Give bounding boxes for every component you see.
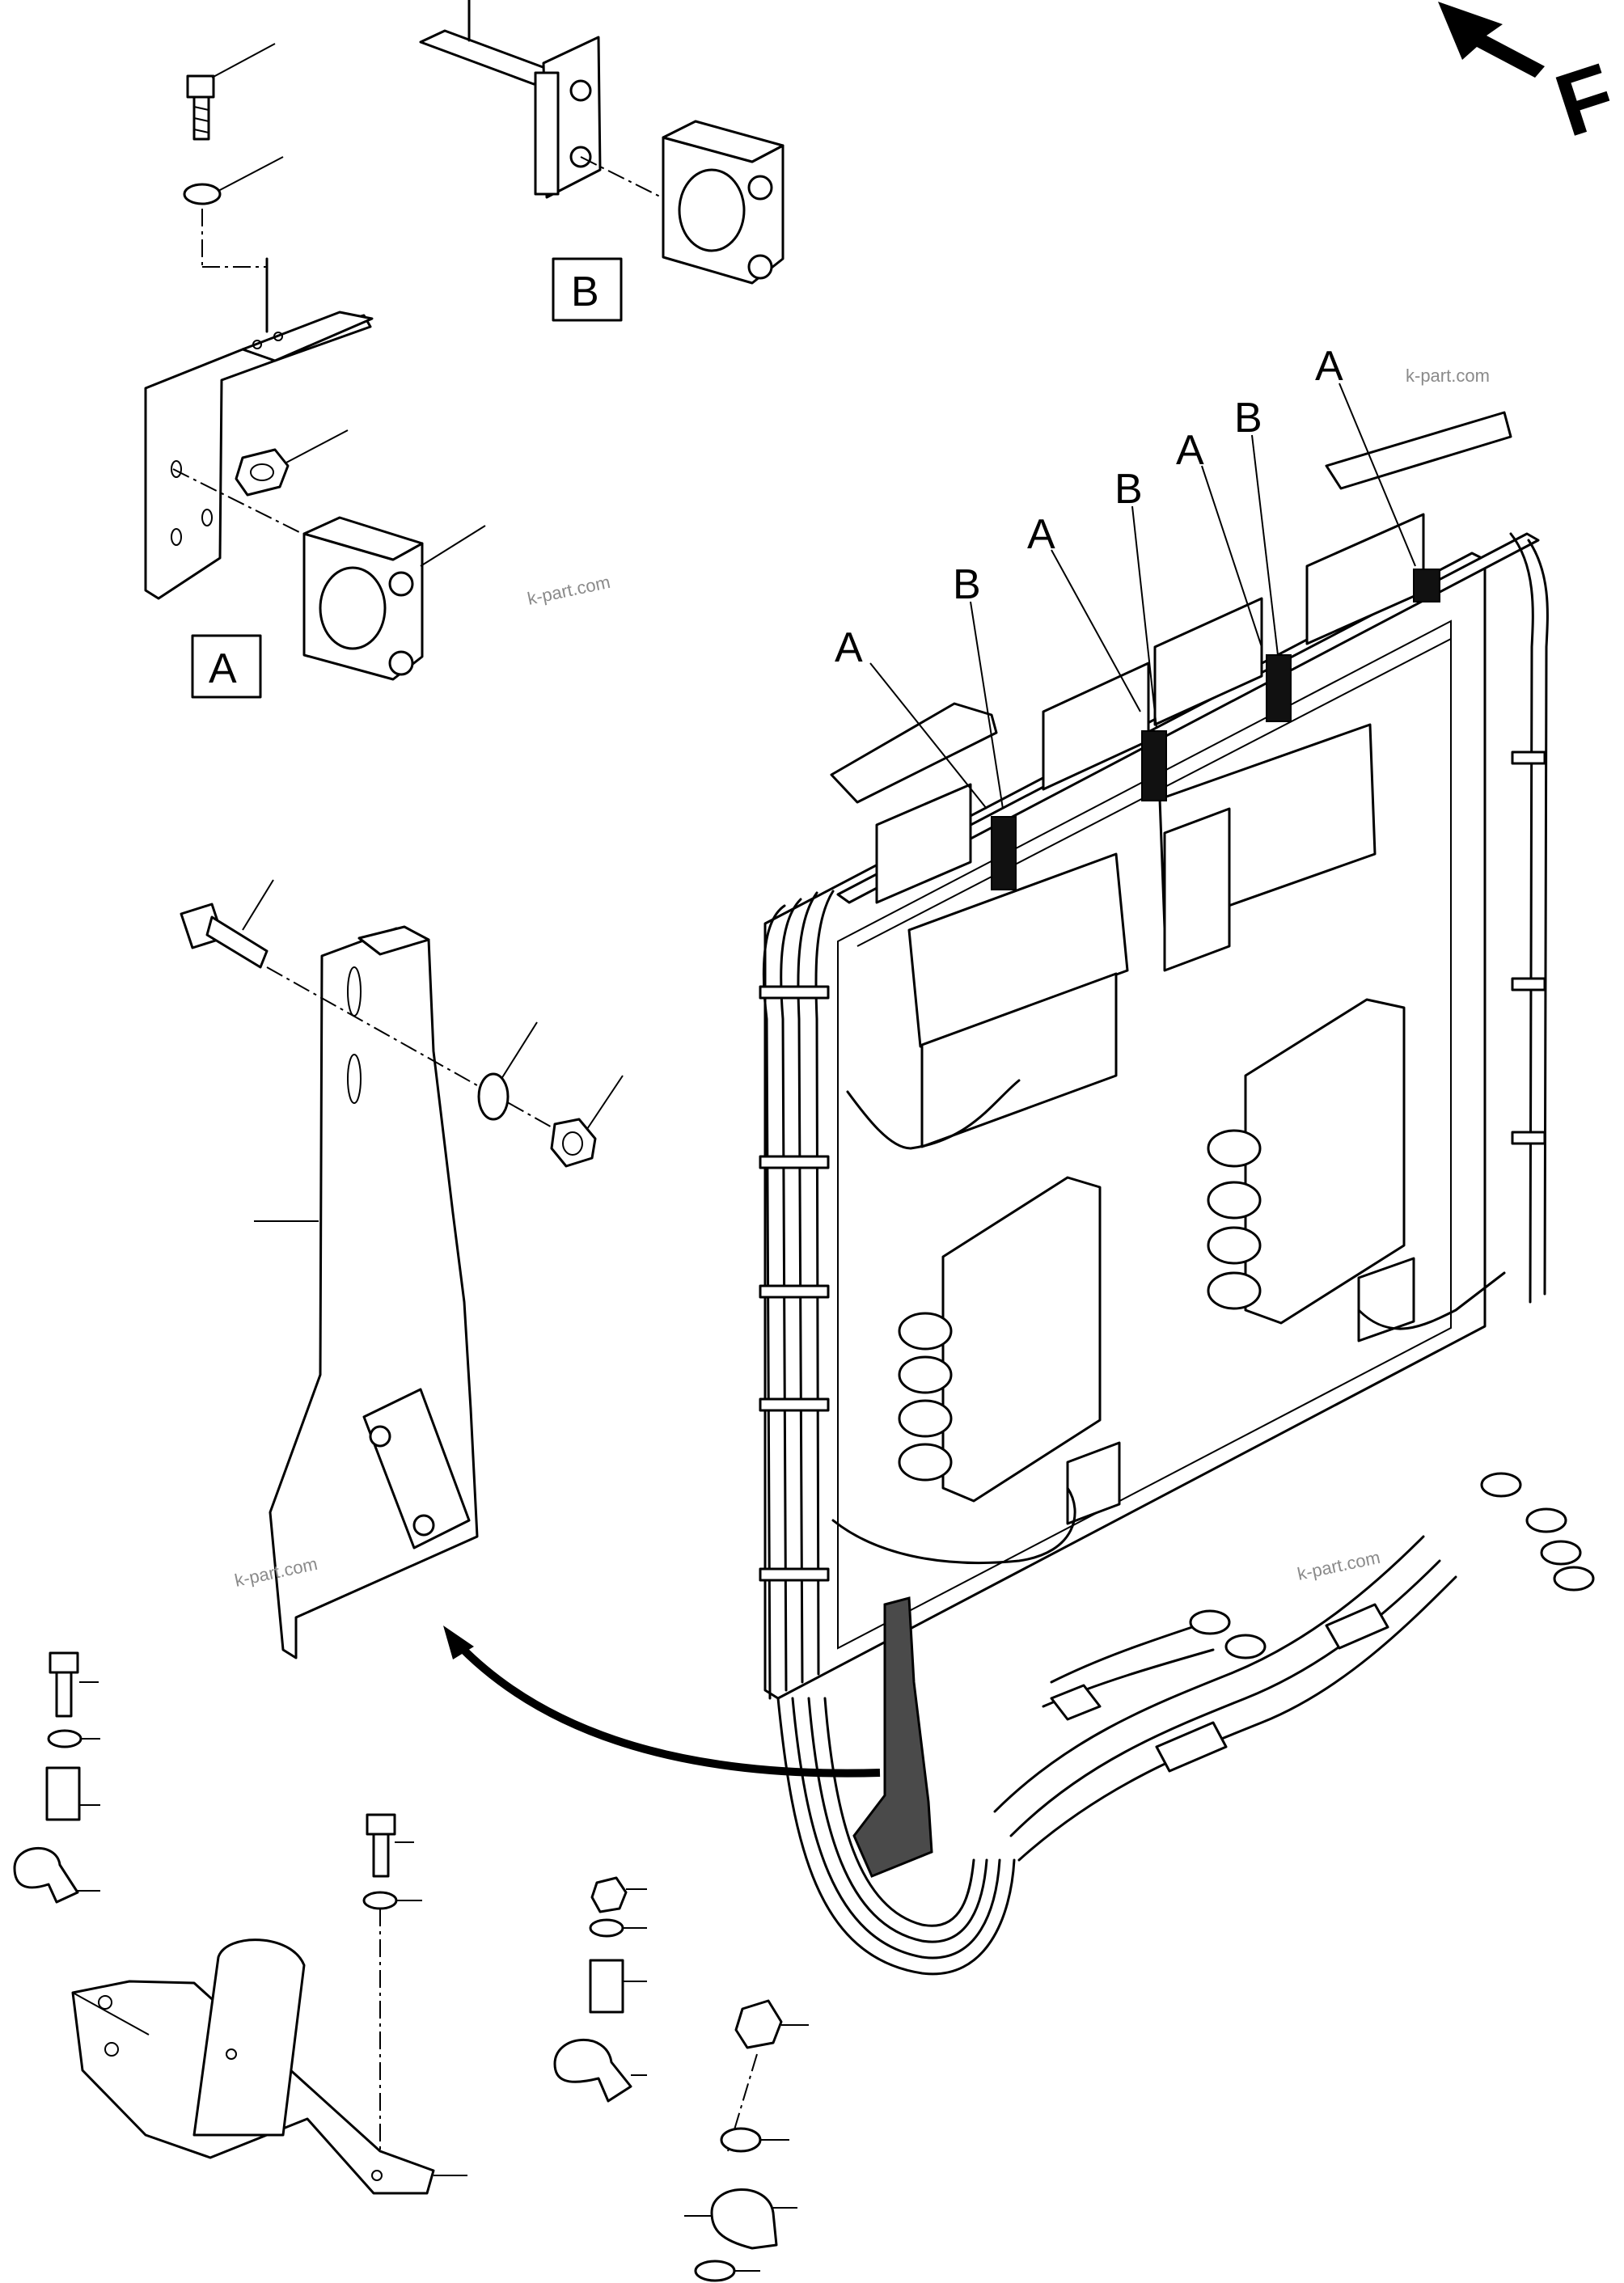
mid-valve-banks <box>907 723 1377 1148</box>
lower-spool-valves <box>898 998 1415 1525</box>
detail-a-box <box>191 634 262 699</box>
callout-1: A <box>835 624 863 671</box>
callout-5: A <box>1176 427 1204 474</box>
front-direction-marker: F <box>1438 2 1624 156</box>
valve-panel-assembly <box>759 411 1549 1700</box>
hardware-stack-4 <box>684 1999 809 2282</box>
watermark-1: k-part.com <box>1406 366 1490 386</box>
bolt-a-icon <box>186 74 215 141</box>
detail-b-label: B <box>571 268 599 315</box>
callout-7: A <box>1315 343 1343 390</box>
watermark-4: k-part.com <box>1296 1547 1382 1584</box>
top-valve-blocks <box>875 513 1425 904</box>
wire-harness <box>993 1472 1595 1862</box>
detail-a-label: A <box>209 645 237 692</box>
panel-callouts: A B A B A B A <box>835 343 1416 810</box>
nut-long-icon <box>550 1118 597 1168</box>
installed-bracket <box>852 1596 933 1878</box>
detail-b-group: B <box>419 0 785 322</box>
black-connectors <box>991 569 1440 890</box>
callout-4: B <box>1114 466 1143 513</box>
bolt-long-icon <box>180 903 269 969</box>
hardware-stack-1 <box>13 1651 100 1904</box>
hardware-stack-3 <box>553 1876 647 2103</box>
hardware-stack-2 <box>362 1813 422 2184</box>
washer-long-icon <box>477 1072 510 1121</box>
callout-6: B <box>1234 395 1262 442</box>
detail-a-group: A <box>144 43 486 699</box>
lower-hose-bundle <box>776 1697 1016 1976</box>
bracket-b-web <box>534 71 560 196</box>
callout-3: A <box>1027 511 1055 558</box>
top-rail <box>836 532 1540 904</box>
front-arrow-icon <box>1438 2 1545 78</box>
front-letter: F <box>1544 44 1624 156</box>
detail-b-box <box>552 257 623 322</box>
pointer-arrow <box>446 1632 881 1778</box>
bracket-b-bolt-top <box>569 79 592 102</box>
mounting-plate <box>71 1938 467 2195</box>
hose-clips <box>759 750 1546 1582</box>
support-bracket-group <box>180 879 624 1659</box>
support-bracket-arm <box>269 927 479 1659</box>
watermark-2: k-part.com <box>526 572 612 609</box>
washer-a-icon <box>183 183 222 205</box>
callout-2: B <box>953 561 981 608</box>
nut-a-icon <box>235 448 290 497</box>
